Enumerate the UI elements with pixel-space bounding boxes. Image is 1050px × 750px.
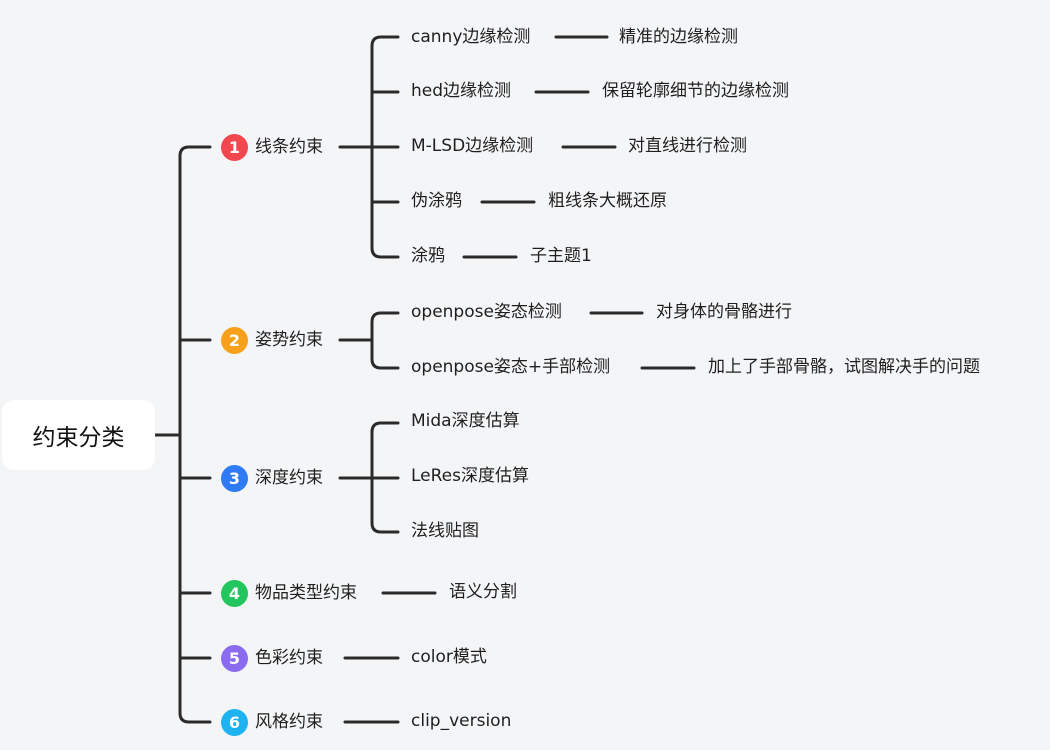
subnode-hed[interactable]: hed边缘检测 [411, 81, 512, 101]
category-line-constraint[interactable]: 1 线条约束 [221, 134, 323, 161]
subnode-canny[interactable]: canny边缘检测 [411, 27, 531, 47]
number-badge-1: 1 [221, 134, 248, 161]
category-depth-constraint[interactable]: 3 深度约束 [221, 465, 323, 492]
subnode-normal-map[interactable]: 法线贴图 [411, 521, 479, 541]
note-hed[interactable]: 保留轮廓细节的边缘检测 [602, 81, 789, 101]
category-object-type-constraint[interactable]: 4 物品类型约束 [221, 580, 357, 607]
number-badge-6: 6 [221, 709, 248, 736]
category-style-constraint[interactable]: 6 风格约束 [221, 709, 323, 736]
number-badge-4: 4 [221, 580, 248, 607]
category-label: 姿势约束 [255, 330, 323, 350]
category-label: 线条约束 [255, 137, 323, 157]
category-label: 风格约束 [255, 712, 323, 732]
note-openpose[interactable]: 对身体的骨骼进行 [656, 302, 792, 322]
number-badge-2: 2 [221, 327, 248, 354]
subnode-mlsd[interactable]: M-LSD边缘检测 [411, 136, 534, 156]
subnode-clip-version[interactable]: clip_version [411, 711, 512, 731]
subnode-openpose-hand[interactable]: openpose姿态+手部检测 [411, 357, 611, 377]
category-label: 深度约束 [255, 468, 323, 488]
category-label: 色彩约束 [255, 648, 323, 668]
number-badge-5: 5 [221, 645, 248, 672]
root-label: 约束分类 [32, 425, 125, 451]
note-canny[interactable]: 精准的边缘检测 [619, 27, 738, 47]
subnode-mida-depth[interactable]: Mida深度估算 [411, 411, 520, 431]
subnode-leres-depth[interactable]: LeRes深度估算 [411, 466, 529, 486]
subnode-scribble[interactable]: 涂鸦 [411, 246, 445, 266]
subnode-fake-scribble[interactable]: 伪涂鸦 [411, 191, 462, 211]
note-fake-scribble[interactable]: 粗线条大概还原 [548, 191, 667, 211]
root-node[interactable]: 约束分类 [2, 400, 155, 470]
note-openpose-hand[interactable]: 加上了手部骨骼，试图解决手的问题 [708, 357, 980, 377]
note-scribble[interactable]: 子主题1 [530, 246, 592, 266]
subnode-color-mode[interactable]: color模式 [411, 647, 487, 667]
category-color-constraint[interactable]: 5 色彩约束 [221, 645, 323, 672]
subnode-openpose[interactable]: openpose姿态检测 [411, 302, 562, 322]
category-label: 物品类型约束 [255, 583, 357, 603]
note-mlsd[interactable]: 对直线进行检测 [628, 136, 747, 156]
subnode-semantic-segmentation[interactable]: 语义分割 [449, 582, 517, 602]
number-badge-3: 3 [221, 465, 248, 492]
category-pose-constraint[interactable]: 2 姿势约束 [221, 327, 323, 354]
